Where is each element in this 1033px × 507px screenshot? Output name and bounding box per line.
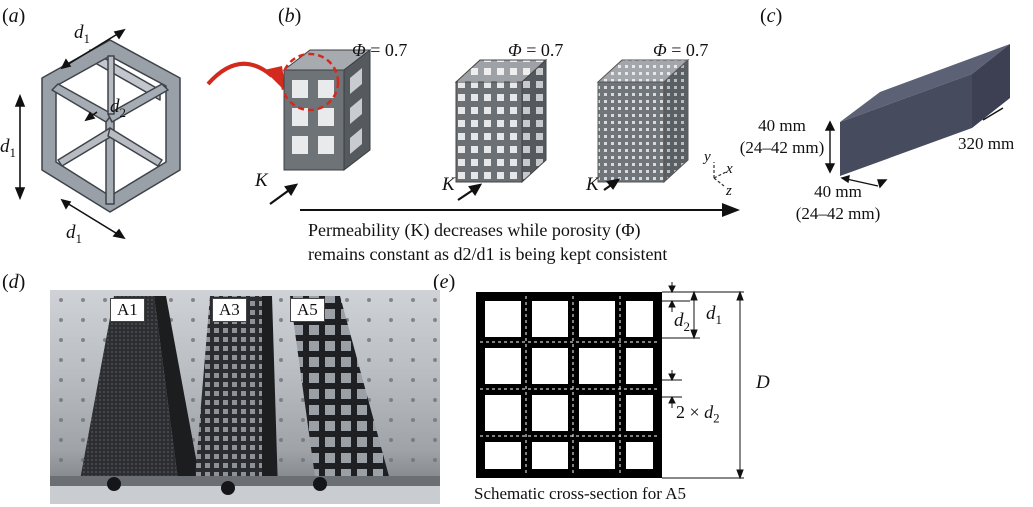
schematic-caption: Schematic cross-section for A5 xyxy=(474,484,686,503)
panel-label-c: (c) xyxy=(760,5,783,27)
axis-x-label: x xyxy=(726,161,733,177)
caption-b-line2: remains constant as d2/d1 is being kept … xyxy=(308,244,668,264)
schematic-d2-label: d2 xyxy=(674,310,690,334)
dimension-d1-top: d1 xyxy=(74,22,90,46)
k-label-1: K xyxy=(255,170,268,191)
sample-width-label: 40 mm xyxy=(814,182,862,201)
dimension-d2: d2 xyxy=(110,96,126,120)
caption-b-line1: Permeability (K) decreases while porosit… xyxy=(308,220,641,240)
axis-y-label: y xyxy=(704,149,711,165)
panel-label-d: (d) xyxy=(2,271,26,293)
photo-tag-a1: A1 xyxy=(110,298,145,322)
k-label-3: K xyxy=(586,174,599,195)
axis-z-label: z xyxy=(726,183,732,199)
photo-tag-a5: A5 xyxy=(290,298,325,322)
schematic-d1-label: d1 xyxy=(706,303,722,327)
phi-label-3: Φ = 0.7 xyxy=(653,40,709,60)
dimension-d1-bottom: d1 xyxy=(66,222,82,246)
sample-height-label: 40 mm xyxy=(758,116,806,135)
photo-tag-a3: A3 xyxy=(212,298,247,322)
panel-label-e: (e) xyxy=(433,271,456,293)
sample-length-label: 320 mm xyxy=(958,134,1015,153)
panel-label-a: (a) xyxy=(2,5,26,27)
phi-label-2: Φ = 0.7 xyxy=(508,40,564,60)
dimension-d1-left: d1 xyxy=(0,136,16,160)
schematic-D-label: D xyxy=(756,372,770,393)
samples-photo: A1 A3 A5 xyxy=(50,290,440,504)
sample-height-range: (24–42 mm) xyxy=(739,138,825,157)
schematic-2d2-label: 2 × d2 xyxy=(676,402,720,426)
phi-label-1: Φ = 0.7 xyxy=(352,40,408,60)
k-label-2: K xyxy=(442,174,455,195)
sample-width-range: (24–42 mm) xyxy=(795,204,881,223)
panel-label-b: (b) xyxy=(278,5,302,27)
